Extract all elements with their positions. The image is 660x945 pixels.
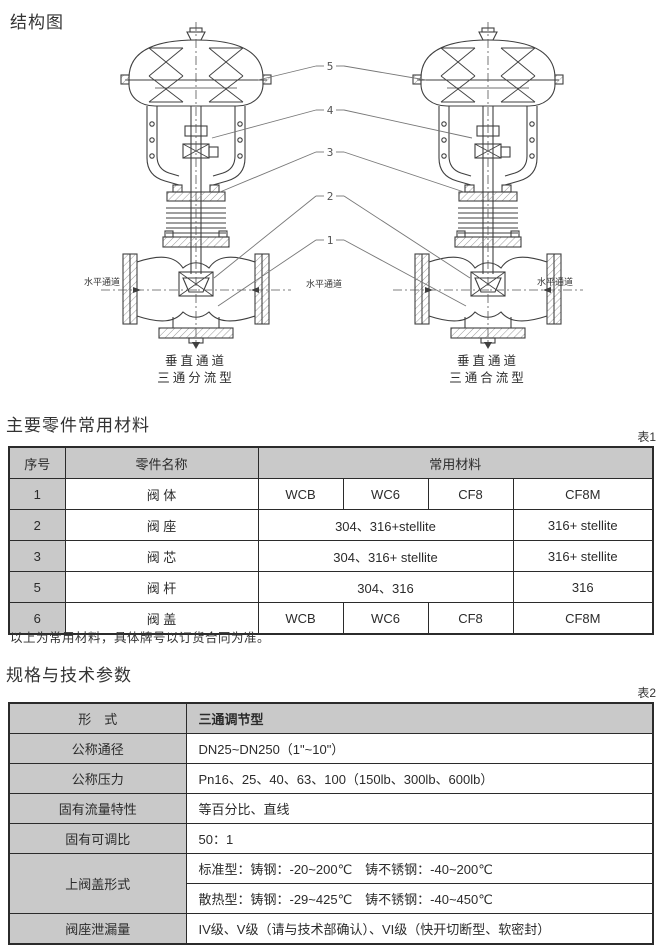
cell-part: 阀 座	[64, 509, 259, 541]
structure-diagram-title: 结构图	[10, 13, 64, 32]
horizontal-channel-label-left: 水平通道	[84, 277, 121, 287]
table-header-row: 序号 零件名称 常用材料	[8, 446, 654, 479]
cell-material: WCB	[257, 602, 344, 635]
callout-number: 5	[327, 60, 334, 73]
cell-material: WC6	[342, 602, 429, 635]
specs-section-title: 规格与技术参数	[6, 666, 132, 685]
horizontal-channel-label-center: 水平通道	[306, 279, 343, 289]
cell-material: WC6	[342, 478, 429, 510]
table-row: 固有可调比 50：1	[8, 823, 654, 854]
table-row: 散热型：铸钢：-29~425℃ 铸不锈钢：-40~450℃	[9, 883, 654, 914]
callout-number: 4	[327, 104, 334, 117]
materials-table: 序号 零件名称 常用材料 1 阀 体 WCB WC6 CF8 CF8M 2 阀 …	[8, 446, 655, 635]
cell-material: CF8	[427, 602, 514, 635]
cell-material: 316	[512, 571, 654, 603]
cell-part: 阀 盖	[64, 602, 259, 635]
spec-label: 公称压力	[8, 763, 187, 794]
cell-no: 1	[8, 478, 66, 510]
valve-structure-drawing: 5 4 3 2 1	[100, 21, 584, 350]
cell-material: 304、316+stellite	[257, 509, 514, 541]
horizontal-channel-label-right: 水平通道	[537, 277, 574, 287]
cell-material: WCB	[257, 478, 344, 510]
spec-value: 50：1	[185, 823, 654, 854]
left-valve-caption-type: 三通分流型	[157, 371, 235, 385]
callout-number: 3	[327, 146, 334, 159]
callout-numbers: 5 4 3 2 1	[327, 60, 334, 247]
specs-table: 形 式 三通调节型 公称通径 DN25~DN250（1"~10"） 公称压力 P…	[8, 702, 654, 945]
materials-table-tag: 表1	[637, 430, 656, 444]
cell-material: CF8	[427, 478, 514, 510]
table-row: 形 式 三通调节型	[8, 702, 654, 734]
left-valve-caption-channel: 垂直通道	[164, 354, 227, 368]
table-row: 固有流量特性 等百分比、直线	[8, 793, 654, 824]
cell-no: 2	[8, 509, 66, 541]
spec-value: 散热型：铸钢：-29~425℃ 铸不锈钢：-40~450℃	[185, 883, 654, 914]
spec-label: 固有流量特性	[8, 793, 187, 824]
table-row: 公称压力 Pn16、25、40、63、100（150lb、300lb、600lb…	[8, 763, 654, 794]
callout-number: 1	[327, 234, 334, 247]
table-row: 3 阀 芯 304、316+ stellite 316+ stellite	[8, 540, 654, 572]
header-no: 序号	[8, 446, 66, 479]
spec-value: 等百分比、直线	[185, 793, 654, 824]
table-row: 1 阀 体 WCB WC6 CF8 CF8M	[8, 478, 654, 510]
table-row: 公称通径 DN25~DN250（1"~10"）	[8, 733, 654, 764]
table-row: 6 阀 盖 WCB WC6 CF8 CF8M	[8, 602, 654, 635]
right-valve-caption-channel: 垂直通道	[456, 354, 519, 368]
callout-number: 2	[327, 190, 334, 203]
spec-value: DN25~DN250（1"~10"）	[185, 733, 654, 764]
spec-label: 阀座泄漏量	[8, 913, 187, 945]
table-row: 阀座泄漏量 IV级、V级（请与技术部确认）、VI级（快开切断型、软密封）	[8, 913, 654, 945]
cell-part: 阀 杆	[64, 571, 259, 603]
spec-value: Pn16、25、40、63、100（150lb、300lb、600lb）	[185, 763, 654, 794]
cell-material: 304、316	[257, 571, 514, 603]
specs-table-tag: 表2	[637, 686, 656, 700]
cell-part: 阀 芯	[64, 540, 259, 572]
cell-no: 5	[8, 571, 66, 603]
header-materials: 常用材料	[257, 446, 654, 479]
spec-label: 公称通径	[8, 733, 187, 764]
cell-part: 阀 体	[64, 478, 259, 510]
spec-value: 三通调节型	[185, 702, 654, 734]
cell-no: 3	[8, 540, 66, 572]
spec-label: 固有可调比	[8, 823, 187, 854]
spec-label: 形 式	[8, 702, 187, 734]
materials-note: 以上为常用材料，具体牌号以订货合同为准。	[10, 631, 271, 645]
header-part: 零件名称	[64, 446, 259, 479]
cell-material: 316+ stellite	[512, 509, 654, 541]
spec-value: 标准型：铸钢：-20~200℃ 铸不锈钢：-40~200℃	[185, 853, 654, 884]
cell-material: CF8M	[512, 478, 654, 510]
cell-material: CF8M	[512, 602, 654, 635]
right-valve-drawing	[392, 21, 584, 350]
right-valve-caption-type: 三通合流型	[449, 371, 527, 385]
table-row: 5 阀 杆 304、316 316	[8, 571, 654, 603]
table-row: 上阀盖形式 标准型：铸钢：-20~200℃ 铸不锈钢：-40~200℃	[8, 853, 654, 914]
materials-section-title: 主要零件常用材料	[6, 416, 150, 435]
spec-label: 上阀盖形式	[8, 853, 187, 914]
left-valve-drawing	[100, 21, 292, 350]
cell-material: 316+ stellite	[512, 540, 654, 572]
spec-value: IV级、V级（请与技术部确认）、VI级（快开切断型、软密封）	[185, 913, 654, 945]
callout-leader-lines	[211, 65, 473, 307]
table-row: 2 阀 座 304、316+stellite 316+ stellite	[8, 509, 654, 541]
cell-material: 304、316+ stellite	[257, 540, 514, 572]
cell-no: 6	[8, 602, 66, 635]
